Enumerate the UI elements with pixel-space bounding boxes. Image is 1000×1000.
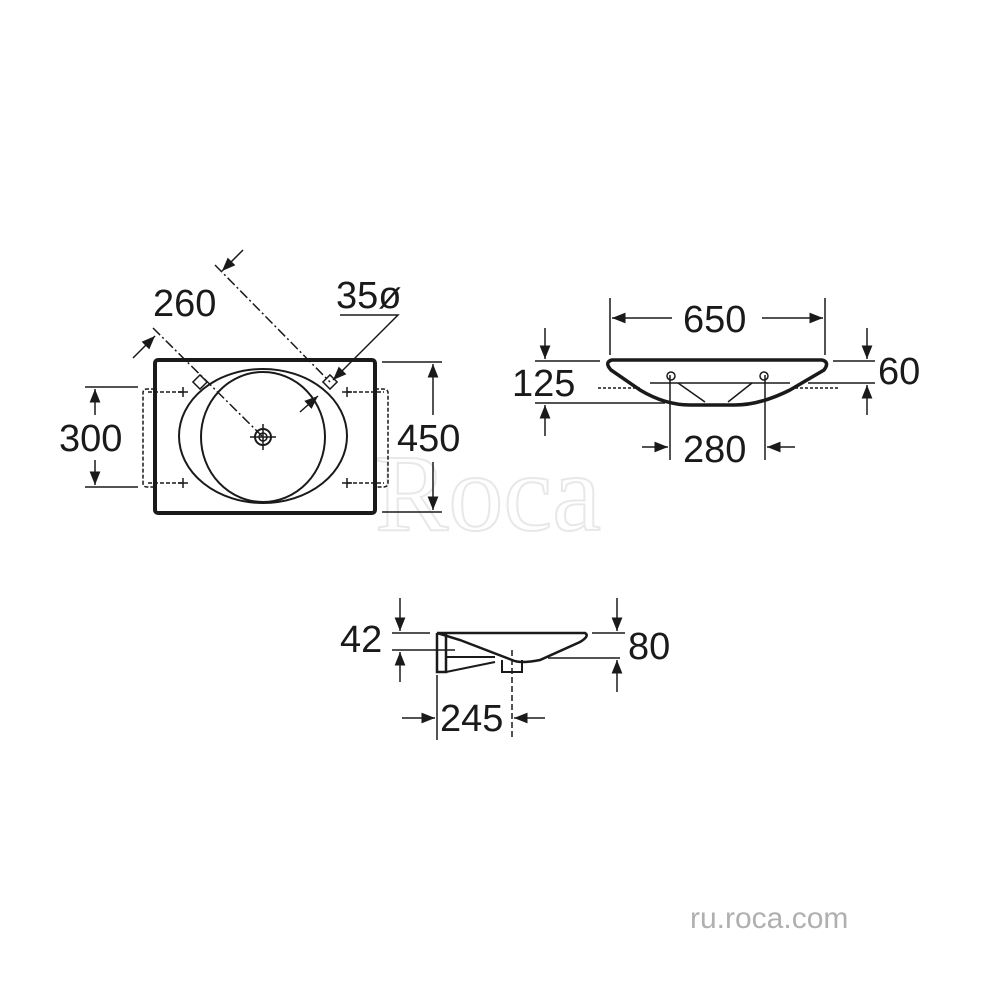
dim-245-label: 245 xyxy=(440,698,503,740)
watermark-logo: Roca xyxy=(375,432,601,554)
dim-35-label: 35ø xyxy=(336,275,401,317)
dim-125-label: 125 xyxy=(512,363,575,405)
dim-280-label: 280 xyxy=(683,429,746,471)
side-view xyxy=(392,598,625,740)
bowl xyxy=(200,371,326,503)
dim-260-label: 260 xyxy=(153,283,216,325)
front-view xyxy=(535,298,875,460)
tap-hole-icon xyxy=(191,373,209,391)
dim-42-label: 42 xyxy=(340,619,382,661)
front-profile xyxy=(606,358,829,407)
basin-outline xyxy=(153,358,377,515)
dim-450-label: 450 xyxy=(397,418,460,460)
dim-300-label: 300 xyxy=(59,418,122,460)
dim-650-label: 650 xyxy=(683,299,746,341)
side-profile xyxy=(436,631,588,664)
dim-60-label: 60 xyxy=(878,351,920,393)
top-view xyxy=(85,249,442,515)
source-url: ru.roca.com xyxy=(690,902,849,935)
dim-80-label: 80 xyxy=(628,626,670,668)
